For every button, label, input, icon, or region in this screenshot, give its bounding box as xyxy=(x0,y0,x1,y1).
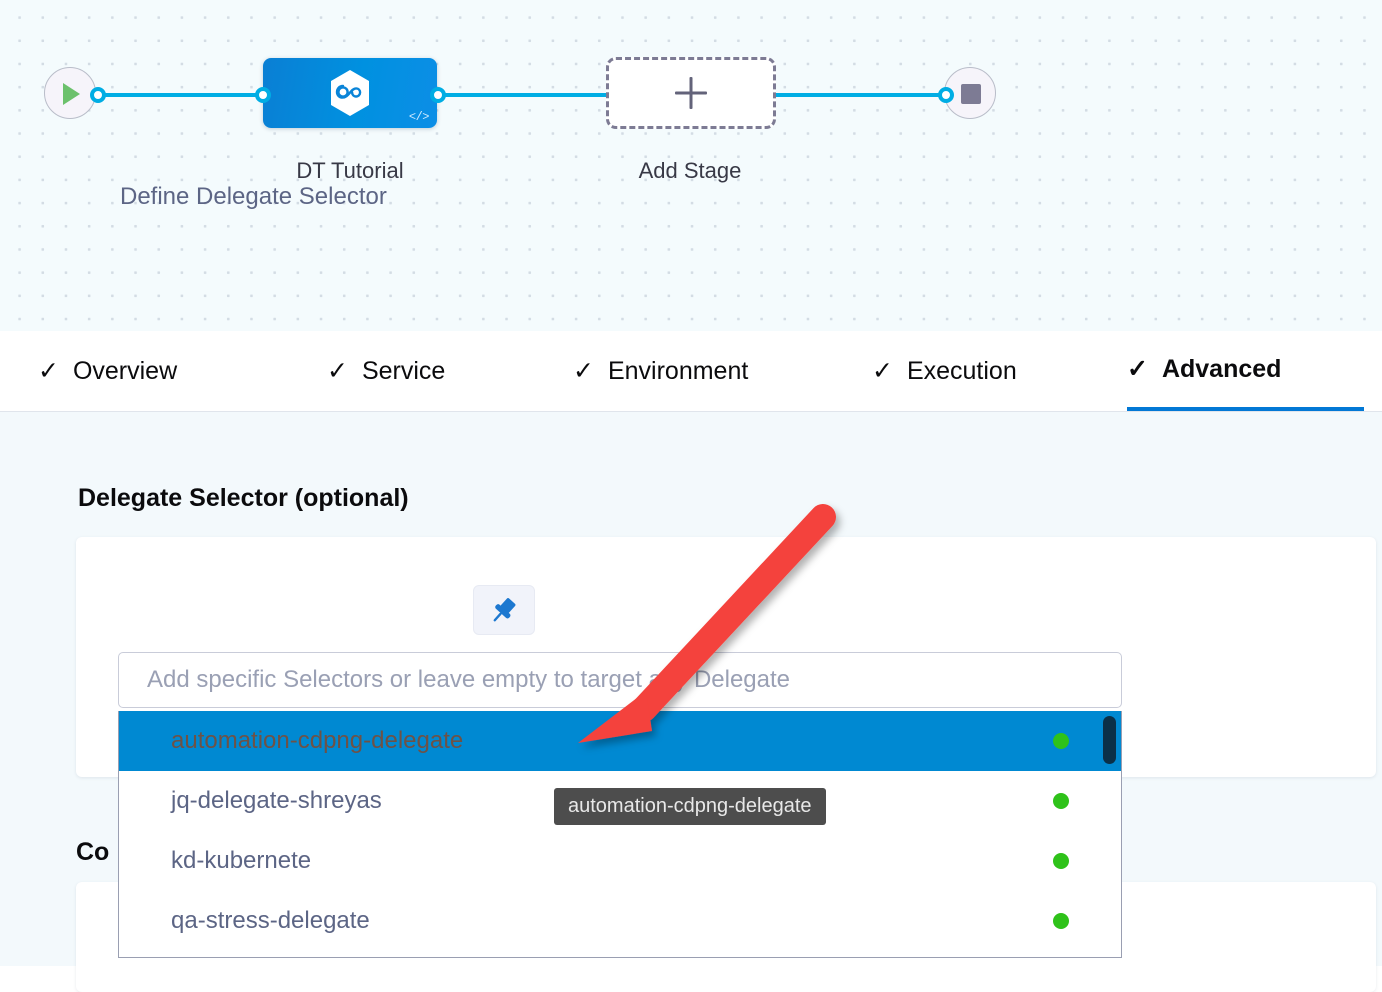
stop-icon xyxy=(961,84,981,104)
tab-advanced[interactable]: ✓ Advanced xyxy=(1127,331,1364,411)
dropdown-option-kd-kubernete[interactable]: kd-kubernete xyxy=(119,831,1121,891)
harness-hexagon-icon xyxy=(331,70,369,116)
tab-service-label: Service xyxy=(361,356,446,385)
dropdown-option-jq-delegate-shreyas[interactable]: jq-delegate-shreyas xyxy=(119,771,1121,831)
status-dot-icon xyxy=(1053,853,1069,869)
connector-stage-to-add xyxy=(436,93,616,97)
stage-node-label: DT Tutorial xyxy=(296,158,404,183)
status-dot-icon xyxy=(1053,793,1069,809)
dropdown-option-label: automation-cdpng-delegate xyxy=(171,727,464,754)
tab-service[interactable]: ✓ Service xyxy=(327,331,445,411)
stage-node-dt-tutorial[interactable]: </> xyxy=(263,58,437,128)
stage-tab-bar: ✓ Overview ✓ Service ✓ Environment ✓ Exe… xyxy=(0,331,1382,412)
define-delegate-selector-label: Define Delegate Selector xyxy=(120,183,387,210)
check-icon: ✓ xyxy=(38,356,59,385)
port-stage-in[interactable] xyxy=(255,87,271,103)
connector-add-to-end xyxy=(772,93,950,97)
check-icon: ✓ xyxy=(1127,354,1148,383)
pushpin-icon xyxy=(493,598,516,622)
play-icon xyxy=(63,83,80,105)
tab-environment-label: Environment xyxy=(607,356,749,385)
pipeline-start-node[interactable] xyxy=(44,67,96,119)
delegate-selector-dropdown[interactable]: automation-cdpng-delegate jq-delegate-sh… xyxy=(118,711,1122,958)
code-icon: </> xyxy=(408,110,430,124)
port-end-in[interactable] xyxy=(938,87,954,103)
plus-icon-vertical xyxy=(689,77,693,109)
pipeline-canvas[interactable]: </> DT Tutorial Add Stage xyxy=(0,0,1382,332)
status-dot-icon xyxy=(1053,733,1069,749)
dropdown-option-qa-stress-delegate[interactable]: qa-stress-delegate xyxy=(119,891,1121,951)
check-icon: ✓ xyxy=(872,356,893,385)
dropdown-scrollbar-thumb[interactable] xyxy=(1103,716,1116,764)
pin-button[interactable] xyxy=(473,585,535,635)
port-stage-out[interactable] xyxy=(430,87,446,103)
delegate-selector-heading: Delegate Selector (optional) xyxy=(78,484,409,512)
delegate-selector-input[interactable] xyxy=(118,652,1122,708)
tab-overview-label: Overview xyxy=(72,356,178,385)
add-stage-button[interactable] xyxy=(606,57,776,129)
status-dot-icon xyxy=(1053,913,1069,929)
connector-start-to-stage xyxy=(96,93,268,97)
dropdown-option-label: kd-kubernete xyxy=(171,847,312,874)
delegate-tooltip: automation-cdpng-delegate xyxy=(554,788,826,825)
delegate-selector-combobox[interactable]: automation-cdpng-delegate jq-delegate-sh… xyxy=(118,652,1122,958)
tab-overview[interactable]: ✓ Overview xyxy=(38,331,177,411)
tab-execution[interactable]: ✓ Execution xyxy=(872,331,1017,411)
dropdown-option-label: qa-stress-delegate xyxy=(171,907,370,934)
dropdown-option-label: jq-delegate-shreyas xyxy=(171,787,382,814)
port-start-out[interactable] xyxy=(90,87,106,103)
check-icon: ✓ xyxy=(327,356,348,385)
tab-advanced-label: Advanced xyxy=(1161,354,1282,383)
tab-execution-label: Execution xyxy=(906,356,1017,385)
conditional-execution-heading: Co xyxy=(76,838,110,866)
dropdown-option-automation-cdpng-delegate[interactable]: automation-cdpng-delegate xyxy=(119,711,1121,771)
add-stage-label: Add Stage xyxy=(638,158,742,183)
check-icon: ✓ xyxy=(573,356,594,385)
tab-environment[interactable]: ✓ Environment xyxy=(573,331,748,411)
